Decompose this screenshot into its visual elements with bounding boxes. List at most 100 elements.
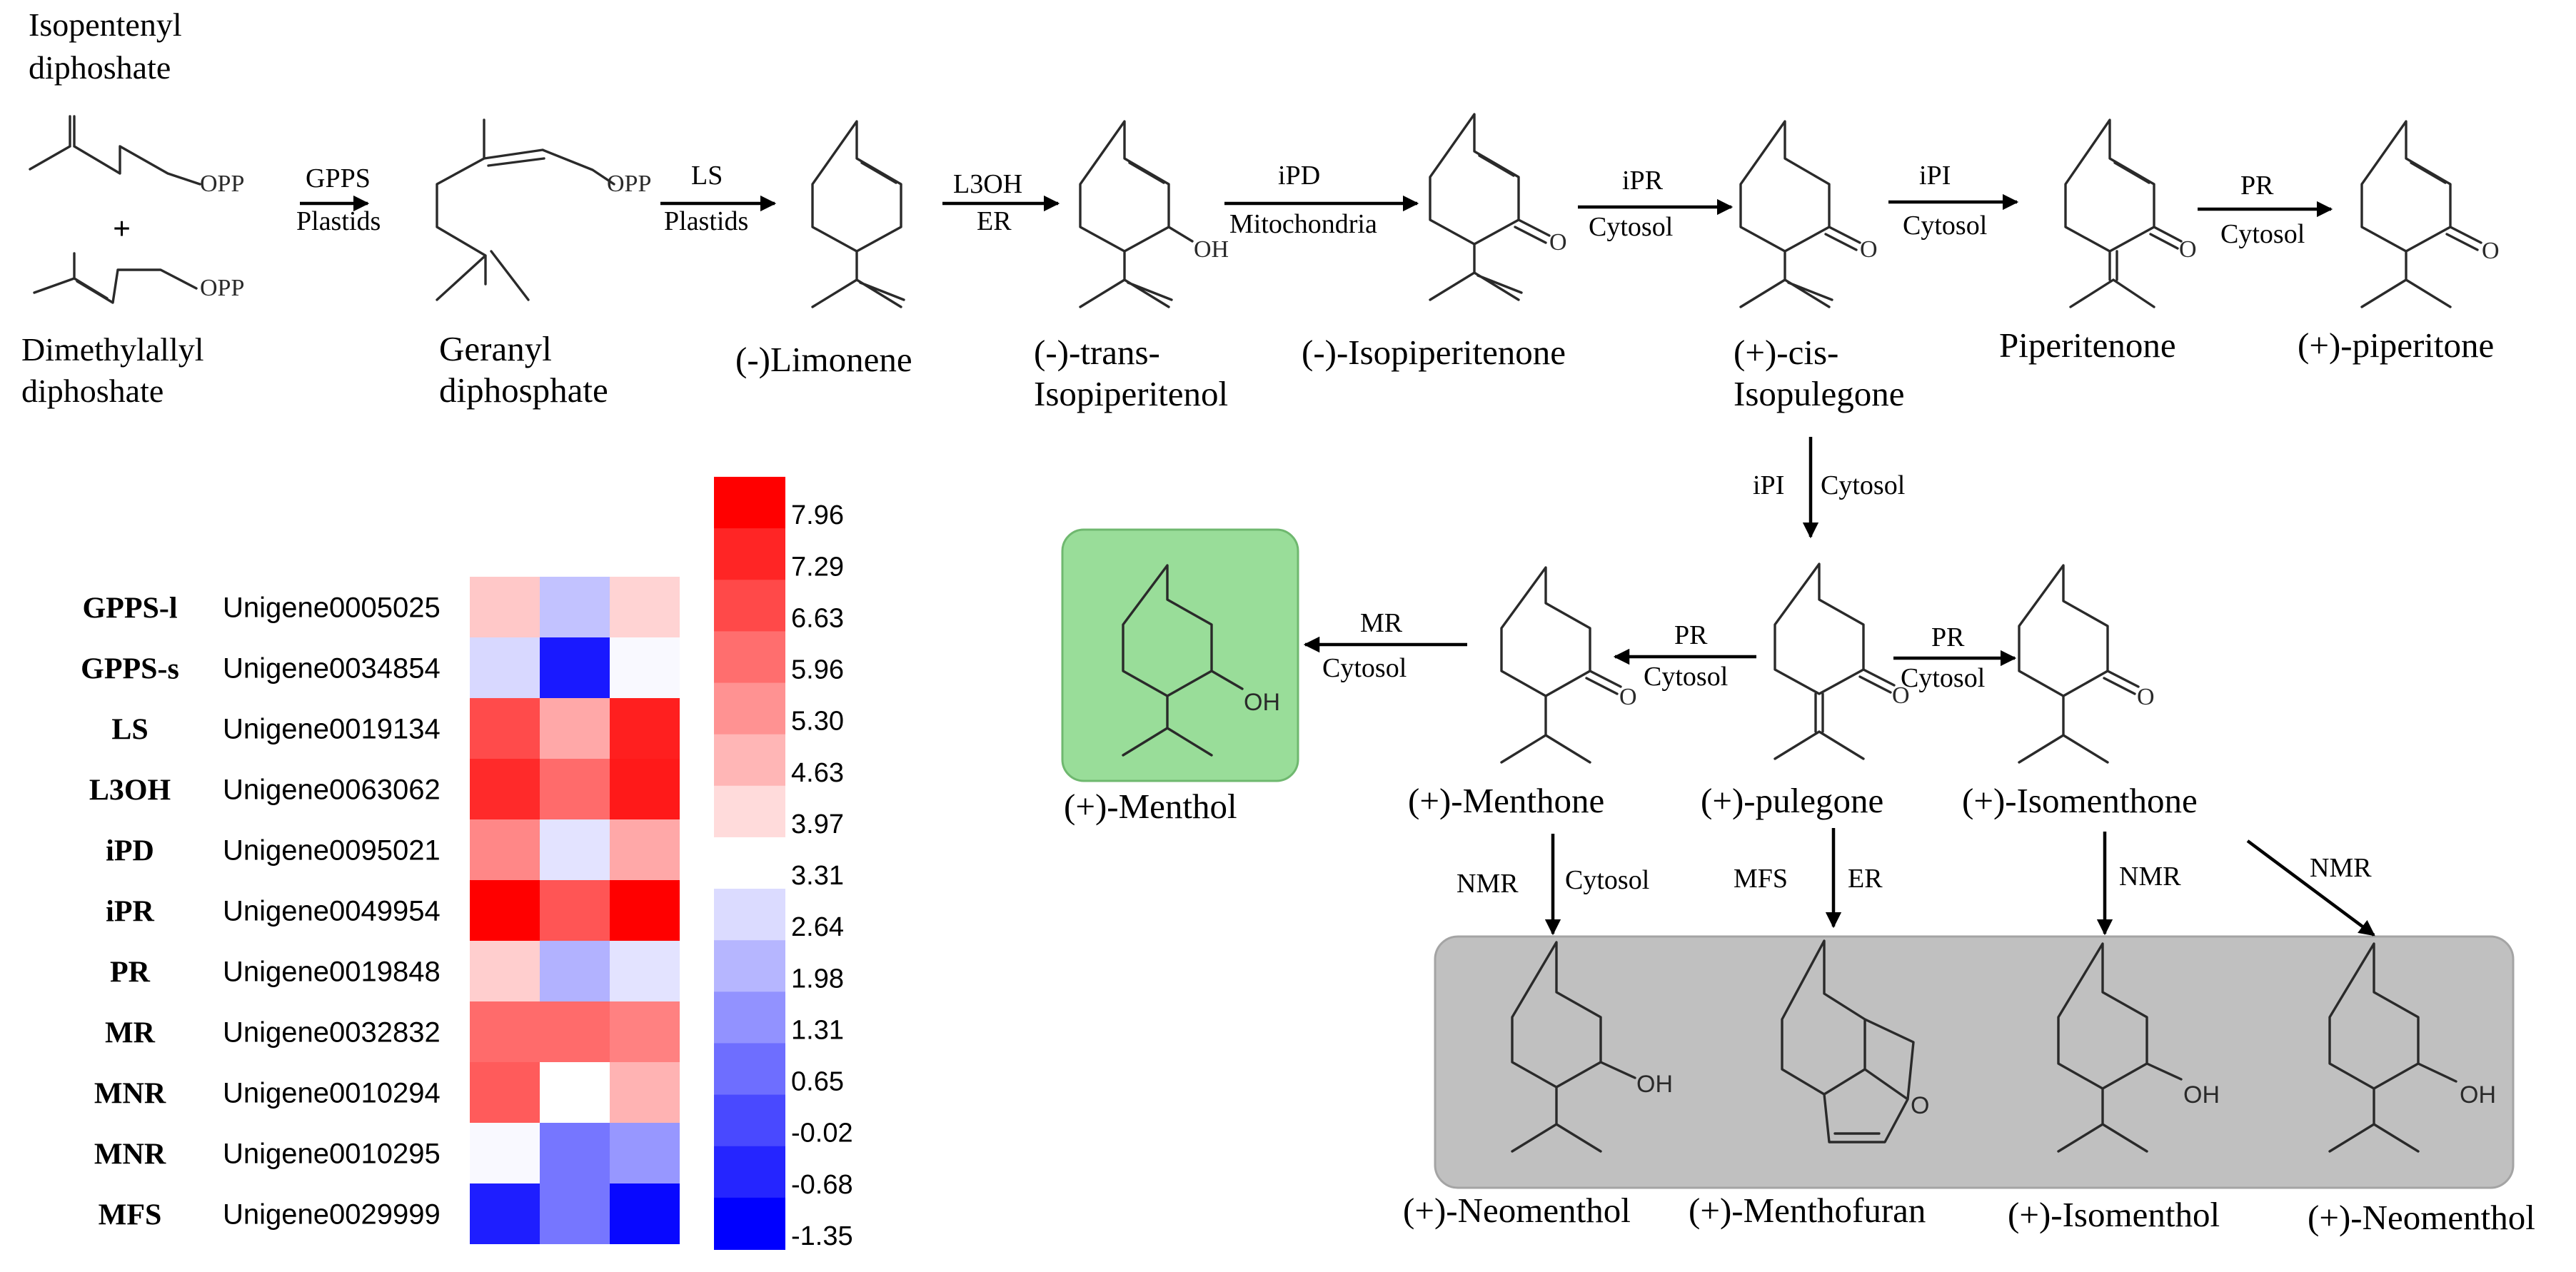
heatmap-gene-label: Unigene0095021: [223, 835, 441, 867]
step-ipi-top-enzyme: iPI: [1919, 161, 1951, 191]
isopulegone-label: (+)-cis-Isopulegone: [1734, 333, 1905, 413]
neomenthol2-label: (+)-Neomenthol: [2308, 1198, 2535, 1237]
neomenthol2-structure: [2328, 942, 2457, 1153]
step-pr-left-enzyme: PR: [1674, 620, 1708, 650]
color-scale-step: [714, 785, 785, 838]
heatmap-cell: [540, 1183, 610, 1244]
geranyl-opp: OPP: [607, 171, 651, 197]
heatmap-gene-label: Unigene0005025: [223, 592, 441, 624]
color-scale-step: [714, 889, 785, 942]
heatmap-enzyme-label: GPPS-s: [81, 653, 179, 686]
color-scale-tick: 2.64: [791, 912, 844, 942]
heatmap-gene-label: Unigene0019848: [223, 956, 441, 988]
heatmap-cell: [610, 1183, 680, 1244]
heatmap-color-scale: 7.967.296.635.965.304.633.973.312.641.98…: [714, 477, 853, 1251]
isopiperitenone-o: O: [1549, 229, 1567, 256]
heatmap-gene-label: Unigene0010295: [223, 1139, 441, 1170]
step-pr-top-location: Cytosol: [2220, 219, 2305, 249]
menthol-label: (+)-Menthol: [1064, 787, 1237, 826]
piperitenone-structure: [2064, 118, 2183, 308]
menthone-o: O: [1619, 684, 1637, 710]
heatmap-cell: [470, 1183, 540, 1244]
color-scale-step: [714, 837, 785, 890]
heatmap-cell: [610, 1123, 680, 1183]
piperitenone-o: O: [2179, 236, 2197, 263]
color-scale-tick: 7.29: [791, 552, 844, 582]
step-pr-right-location: Cytosol: [1901, 663, 1985, 693]
isopiperitenone-label: (-)-Isopiperitenone: [1302, 333, 1566, 372]
color-scale-step: [714, 1197, 785, 1250]
heatmap-cell: [610, 1062, 680, 1123]
step-pr-top-enzyme: PR: [2240, 171, 2274, 201]
piperitone-label: (+)-piperitone: [2298, 325, 2494, 365]
color-scale-tick: 3.31: [791, 861, 844, 891]
menthone-structure: [1500, 566, 1622, 764]
heatmap-enzyme-label: MR: [105, 1017, 156, 1050]
heatmap-cell: [540, 819, 610, 880]
heatmap-cell: [540, 577, 610, 637]
step-ipd-enzyme: iPD: [1278, 161, 1320, 191]
pulegone-o: O: [1892, 682, 1910, 709]
step-ipd-location: Mitochondria: [1229, 209, 1377, 239]
step-gpps-enzyme: GPPS: [306, 163, 371, 193]
color-scale-tick: 4.63: [791, 758, 844, 788]
pulegone-label: (+)-pulegone: [1701, 781, 1883, 820]
isopiperitenol-oh: OH: [1194, 236, 1229, 263]
isopulegone-structure: [1739, 120, 1861, 308]
isopiperitenol-label: (-)-trans-Isopiperitenol: [1034, 333, 1228, 413]
limonene-structure: [811, 120, 905, 308]
heatmap-cell: [470, 1001, 540, 1062]
step-ipr-location: Cytosol: [1589, 212, 1673, 242]
step-nmr2-enzyme: NMR: [2119, 862, 2181, 892]
heatmap-cell: [540, 637, 610, 698]
color-scale-step: [714, 1043, 785, 1096]
color-scale-tick: 1.31: [791, 1015, 844, 1045]
step-ipi-down-enzyme: iPI: [1753, 470, 1784, 500]
color-scale-tick: 5.96: [791, 655, 844, 685]
step-l3oh-location: ER: [977, 206, 1012, 236]
isomenthol-structure: [2057, 942, 2183, 1153]
heatmap-cell: [610, 637, 680, 698]
heatmap-gene-label: Unigene0032832: [223, 1017, 441, 1049]
heatmap-cell: [470, 1062, 540, 1123]
step-ls-enzyme: LS: [691, 161, 723, 191]
heatmap-enzyme-label: iPD: [106, 835, 154, 868]
dmapp-opp: OPP: [200, 275, 244, 301]
heatmap-enzyme-label: GPPS-l: [83, 592, 178, 625]
heatmap-cell: [540, 759, 610, 819]
heatmap-cell: [610, 577, 680, 637]
step-ipr-enzyme: iPR: [1622, 166, 1664, 196]
step-ls-location: Plastids: [664, 206, 748, 236]
ipp-structure: [29, 115, 201, 186]
color-scale-tick: 3.97: [791, 809, 844, 839]
heatmap-cell: [540, 941, 610, 1001]
heatmap-cell: [540, 698, 610, 759]
menthol-highlight-box: [1061, 528, 1299, 782]
color-scale-step: [714, 631, 785, 684]
heatmap-cell: [470, 1123, 540, 1183]
heatmap-enzyme-label: MNR: [94, 1078, 166, 1111]
menthol-oh: OH: [1244, 689, 1280, 716]
menthol-structure: [1122, 564, 1244, 757]
neomenthol1-structure: [1511, 941, 1636, 1153]
piperitone-structure: [2360, 120, 2482, 308]
heatmap-cell: [470, 819, 540, 880]
limonene-label: (-)Limonene: [735, 340, 912, 379]
menthofuran-o: O: [1911, 1092, 1929, 1119]
step-pr-left-location: Cytosol: [1644, 662, 1728, 692]
color-scale-step: [714, 1094, 785, 1147]
color-scale-tick: 7.96: [791, 500, 844, 530]
step-ipi-top-location: Cytosol: [1903, 211, 1987, 241]
neomenthol1-oh: OH: [1636, 1071, 1673, 1098]
heatmap-cell: [610, 1001, 680, 1062]
isomenthol-label: (+)-Isomenthol: [2008, 1195, 2220, 1234]
isomenthone-structure: [2018, 564, 2140, 764]
isopulegone-o: O: [1860, 236, 1878, 263]
heatmap-enzyme-label: MFS: [99, 1199, 162, 1232]
heatmap-gene-label: Unigene0034854: [223, 653, 441, 685]
